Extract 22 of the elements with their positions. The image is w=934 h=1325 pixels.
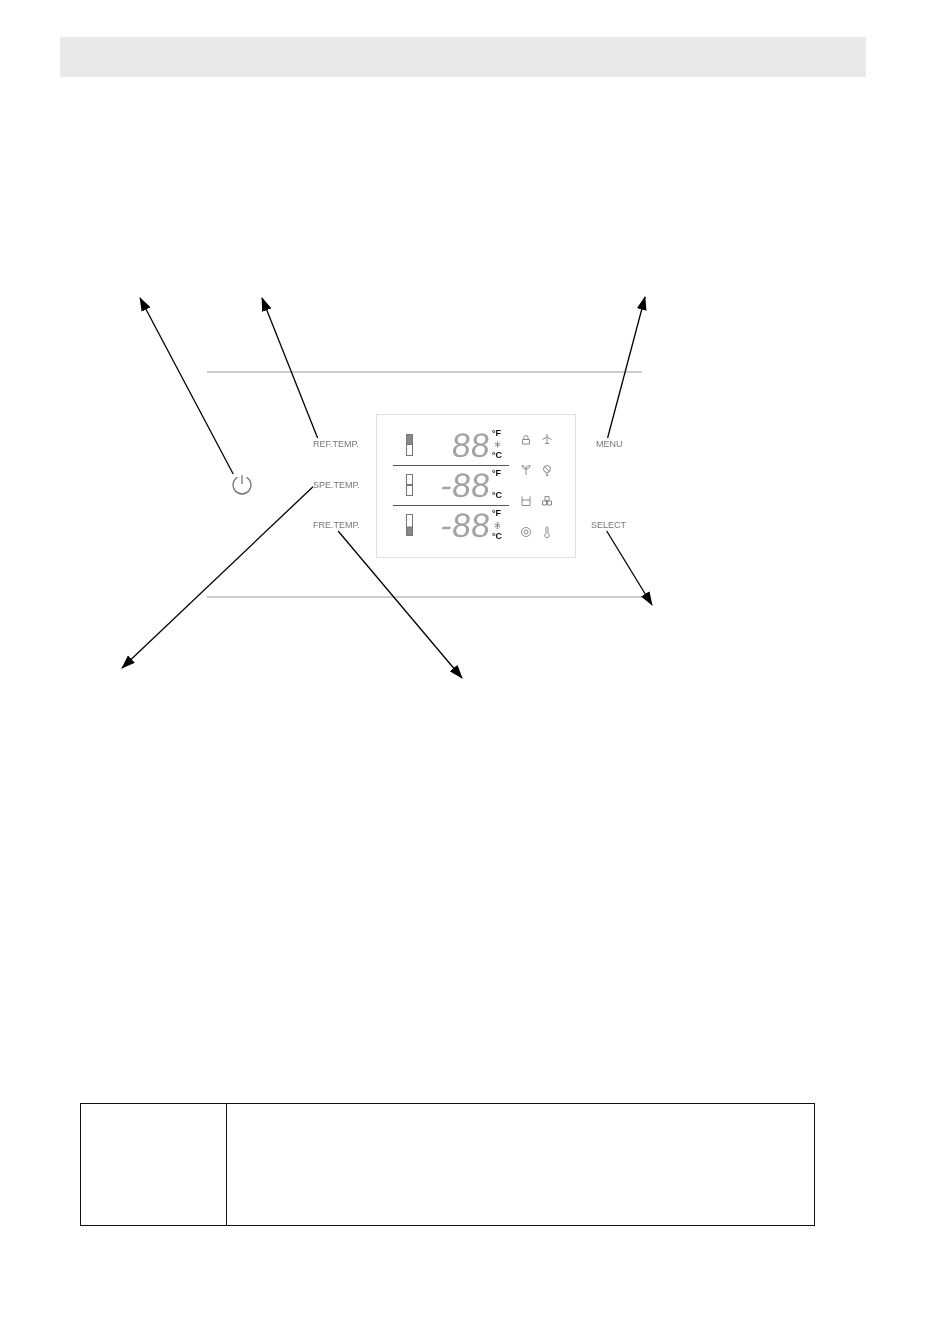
unit-label: °F: [492, 428, 502, 438]
display-screen: [376, 414, 576, 558]
unit-label: °C: [492, 450, 503, 460]
unit-label: °F: [492, 508, 502, 518]
leader-arrow: [139, 297, 234, 475]
leader-arrow: [261, 297, 319, 439]
control-label: MENU: [596, 438, 623, 450]
control-label: REF.TEMP.: [313, 438, 359, 450]
leader-arrow: [606, 296, 647, 439]
temperature-digits: 88: [450, 430, 492, 460]
leader-arrow: [606, 530, 653, 606]
leader-arrow: [121, 486, 314, 669]
unit-label: °F: [492, 468, 502, 478]
temperature-digits: -88: [439, 510, 492, 540]
control-label: SELECT: [591, 519, 626, 531]
unit-label: °C: [492, 531, 503, 541]
leader-arrow: [337, 530, 463, 679]
power-icon: [231, 474, 253, 496]
unit-label: °C: [492, 490, 503, 500]
temperature-digits: -88: [439, 470, 492, 500]
control-label: SPE.TEMP.: [313, 479, 360, 491]
control-label: FRE.TEMP.: [313, 519, 360, 531]
